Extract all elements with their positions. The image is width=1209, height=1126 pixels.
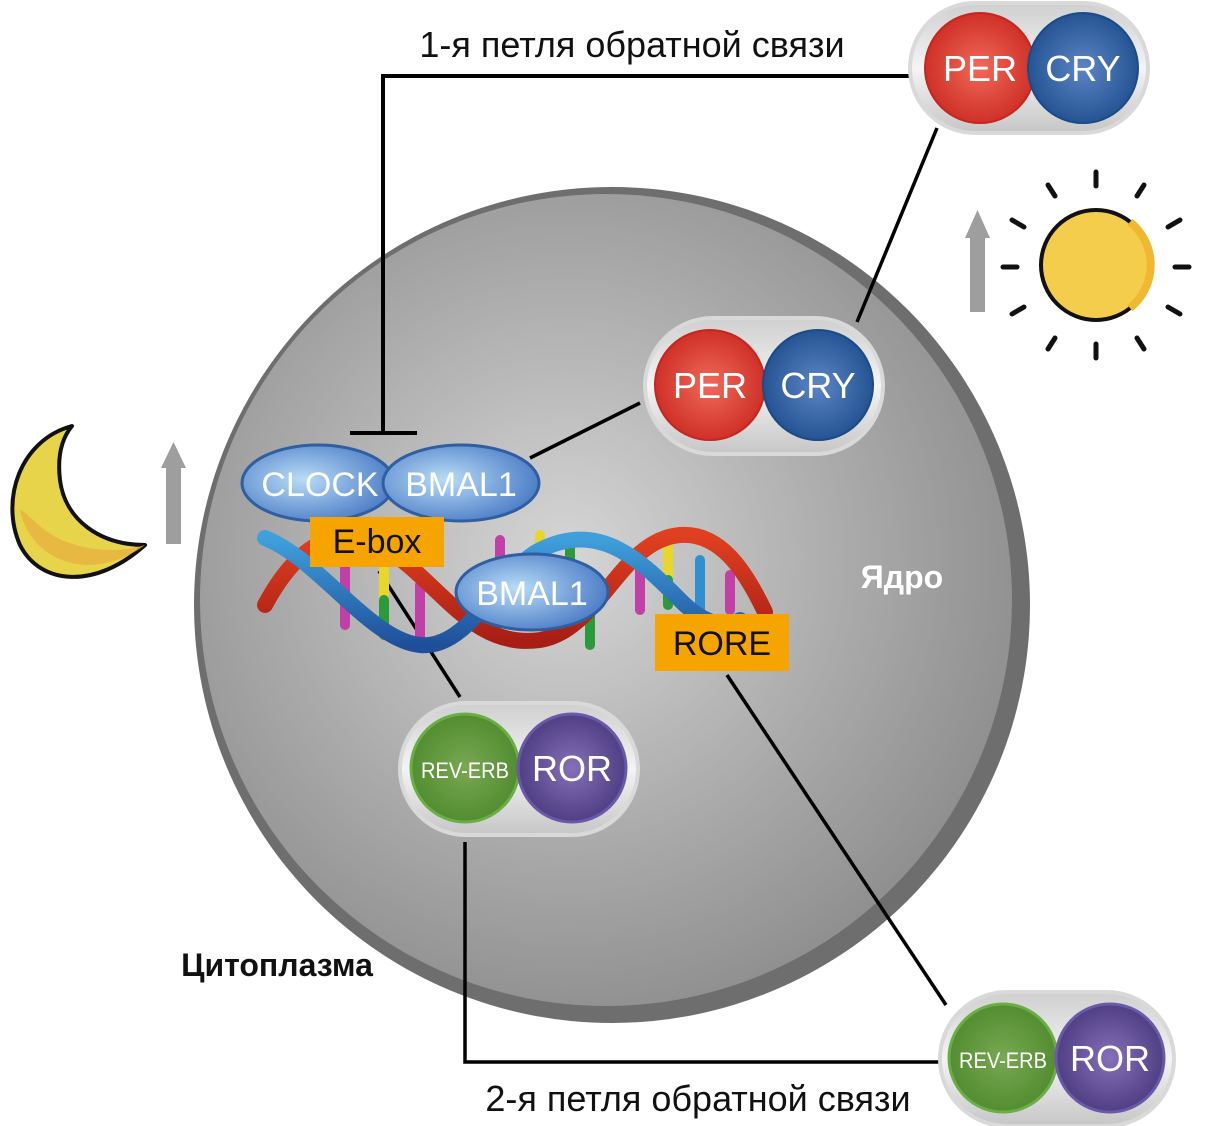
ror-label: ROR xyxy=(1070,1038,1150,1079)
rev-erb-label: REV-ERB xyxy=(959,1048,1047,1073)
sun-icon xyxy=(1000,169,1192,361)
moon-icon xyxy=(10,424,147,579)
arrow-up-icon xyxy=(161,442,186,544)
clock-protein: CLOCK xyxy=(240,443,396,523)
per-cry-complex-top: PER CRY xyxy=(908,1,1150,135)
rore-label: RORE xyxy=(673,625,771,663)
rev-erb-ror-complex-nucleus: REV-ERB ROR xyxy=(398,701,640,837)
ebox-label: E-box xyxy=(333,523,422,561)
ebox-element: E-box xyxy=(310,517,444,567)
bmal1-dna-protein: BMAL1 xyxy=(454,552,610,632)
cry-label: CRY xyxy=(780,365,855,406)
cry-label: CRY xyxy=(1045,48,1120,89)
arrow-up-icon xyxy=(965,210,990,312)
rev-erb-ror-complex-bottom: REV-ERB ROR xyxy=(938,990,1176,1126)
feedback-loop-1-line xyxy=(350,74,912,435)
loop-2-label: 2-я петля обратной связи xyxy=(485,1078,910,1119)
rev-erb-label: REV-ERB xyxy=(421,758,509,783)
rore-element: RORE xyxy=(655,614,789,671)
ror-label: ROR xyxy=(532,748,612,789)
bmal1-dna-label: BMAL1 xyxy=(476,575,588,613)
nucleus xyxy=(194,187,1030,1023)
clock-label: CLOCK xyxy=(261,466,378,504)
per-label: PER xyxy=(673,365,747,406)
loop-1-label: 1-я петля обратной связи xyxy=(419,24,844,65)
cytoplasm-label: Цитоплазма xyxy=(181,947,373,983)
bmal1-dimer-label: BMAL1 xyxy=(405,466,517,504)
bmal1-dimer-protein: BMAL1 xyxy=(381,443,541,523)
nucleus-label: Ядро xyxy=(861,559,943,595)
per-label: PER xyxy=(943,48,1017,89)
connector-lines xyxy=(377,127,948,1064)
per-cry-complex-nucleus: PER CRY xyxy=(643,316,885,456)
